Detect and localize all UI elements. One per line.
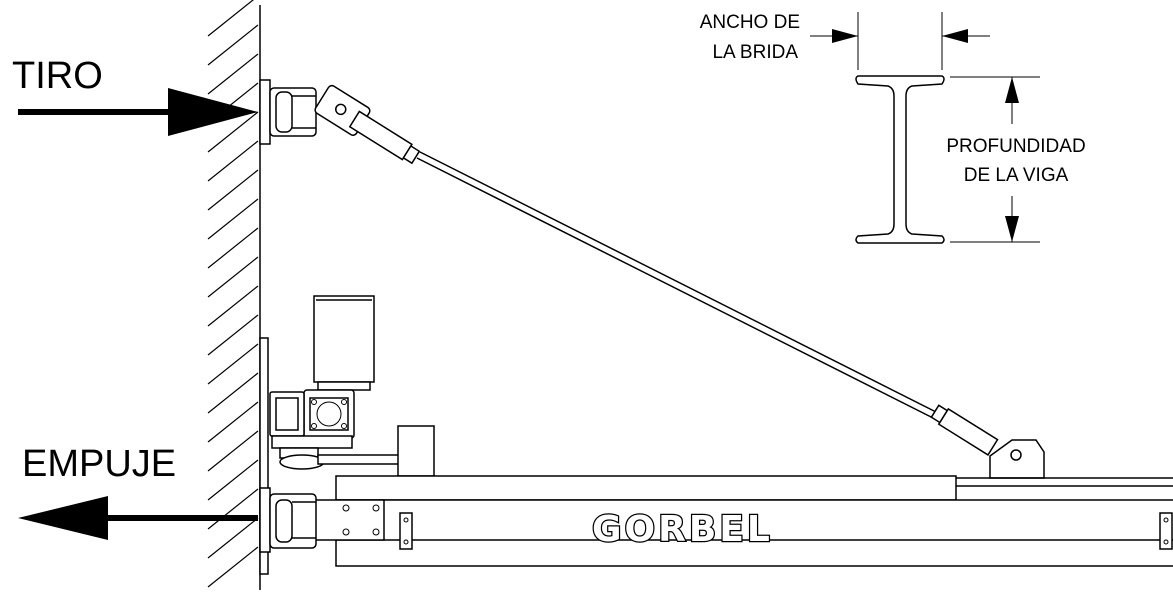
lower-wall-bracket xyxy=(259,487,317,553)
wall-hatch-line xyxy=(207,488,259,530)
motor-drive-assembly xyxy=(259,295,435,575)
beam-depth-dimension xyxy=(950,76,1040,243)
wall-hatch-line xyxy=(207,459,259,501)
wall-hatch-line xyxy=(207,24,259,66)
wall-hatch-line xyxy=(207,401,259,443)
boom-beam xyxy=(307,475,1173,567)
wall-hatch-line xyxy=(207,517,259,559)
push-force-arrow xyxy=(18,496,258,540)
pull-label: TIRO xyxy=(12,55,103,97)
beam-depth-label-1: PROFUNDIDAD xyxy=(946,136,1085,157)
wall-hatch-line xyxy=(207,372,259,414)
pull-force-arrow xyxy=(18,88,258,136)
wall-hatch-line xyxy=(207,227,259,269)
wall-hatch-line xyxy=(207,169,259,211)
flange-width-label-1: ANCHO DE xyxy=(700,12,800,33)
push-label: EMPUJE xyxy=(22,443,176,485)
flange-width-dimension xyxy=(810,12,990,70)
wall-hatching xyxy=(207,0,259,588)
wall-hatch-line xyxy=(207,0,254,37)
wall xyxy=(207,0,261,590)
wall-hatch-line xyxy=(207,546,259,588)
flange-width-label-2: LA BRIDA xyxy=(712,42,798,63)
wall-hatch-line xyxy=(207,430,259,472)
wall-hatch-line xyxy=(207,140,259,182)
wall-hatch-line xyxy=(207,256,259,298)
tie-rod xyxy=(314,84,1045,479)
wall-hatch-line xyxy=(207,343,259,385)
wall-hatch-line xyxy=(207,198,259,240)
wall-hatch-line xyxy=(207,111,259,153)
beam-depth-label-2: DE LA VIGA xyxy=(964,165,1069,186)
brand-logo: GORBEL xyxy=(592,509,773,550)
wall-hatch-line xyxy=(207,53,259,95)
wall-hatch-line xyxy=(207,314,259,356)
wall-hatch-line xyxy=(207,285,259,327)
beam-cross-section xyxy=(855,75,945,244)
upper-wall-bracket xyxy=(259,79,317,145)
